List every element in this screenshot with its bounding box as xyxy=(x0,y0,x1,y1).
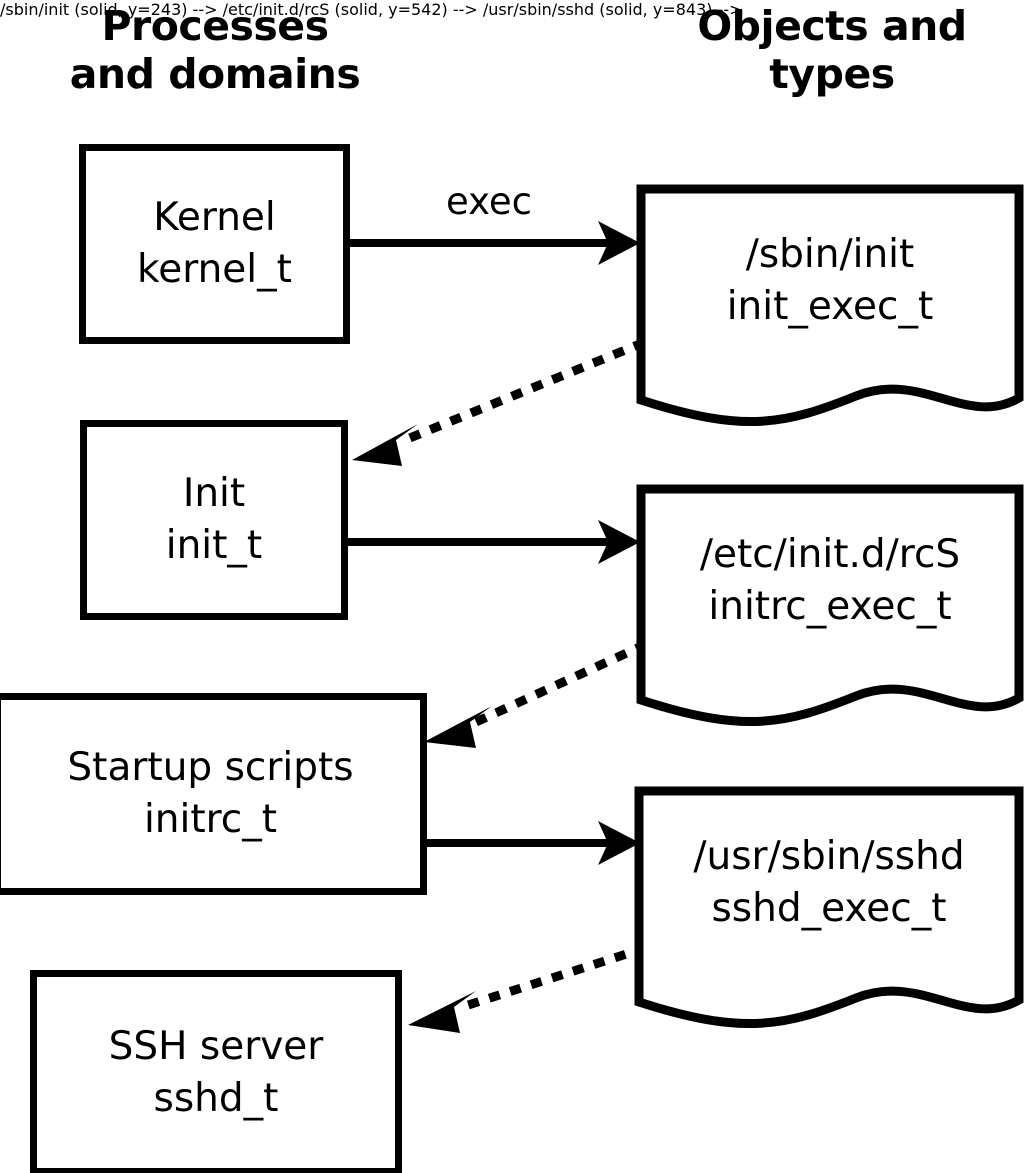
process-type: sshd_t xyxy=(153,1075,279,1121)
object-doc-sshd-exec[interactable]: /usr/sbin/sshd sshd_exec_t xyxy=(634,786,1024,1036)
edge-kernel-exec-init xyxy=(340,213,660,273)
edge-initrc-exec-sshd xyxy=(418,813,660,873)
edge-sshd-exec-to-sshd xyxy=(390,935,660,1045)
object-doc-init-exec[interactable]: /sbin/init init_exec_t xyxy=(636,184,1024,434)
process-name: Kernel xyxy=(153,195,276,240)
process-type: init_t xyxy=(165,523,263,568)
process-box-initrc[interactable]: Startup scripts initrc_t xyxy=(0,693,427,895)
process-box-init[interactable]: Init init_t xyxy=(80,420,348,620)
process-name: SSH server xyxy=(108,1023,324,1069)
process-box-kernel[interactable]: Kernel kernel_t xyxy=(79,144,350,344)
column-header-objects: Objects and types xyxy=(697,2,967,98)
column-header-processes: Processes and domains xyxy=(69,2,361,98)
edge-init-exec-initrc xyxy=(340,512,660,572)
process-name: Init xyxy=(182,471,246,516)
edge-init-exec-to-init xyxy=(340,330,660,475)
process-box-sshd[interactable]: SSH server sshd_t xyxy=(30,970,402,1173)
edge-label-exec: exec xyxy=(446,180,532,223)
process-type: kernel_t xyxy=(137,247,292,292)
process-name: Startup scripts xyxy=(67,745,354,790)
object-doc-initrc-exec[interactable]: /etc/init.d/rcS initrc_exec_t xyxy=(636,484,1024,734)
process-type: initrc_t xyxy=(143,797,278,842)
edge-initrc-exec-to-initrc xyxy=(410,632,660,757)
